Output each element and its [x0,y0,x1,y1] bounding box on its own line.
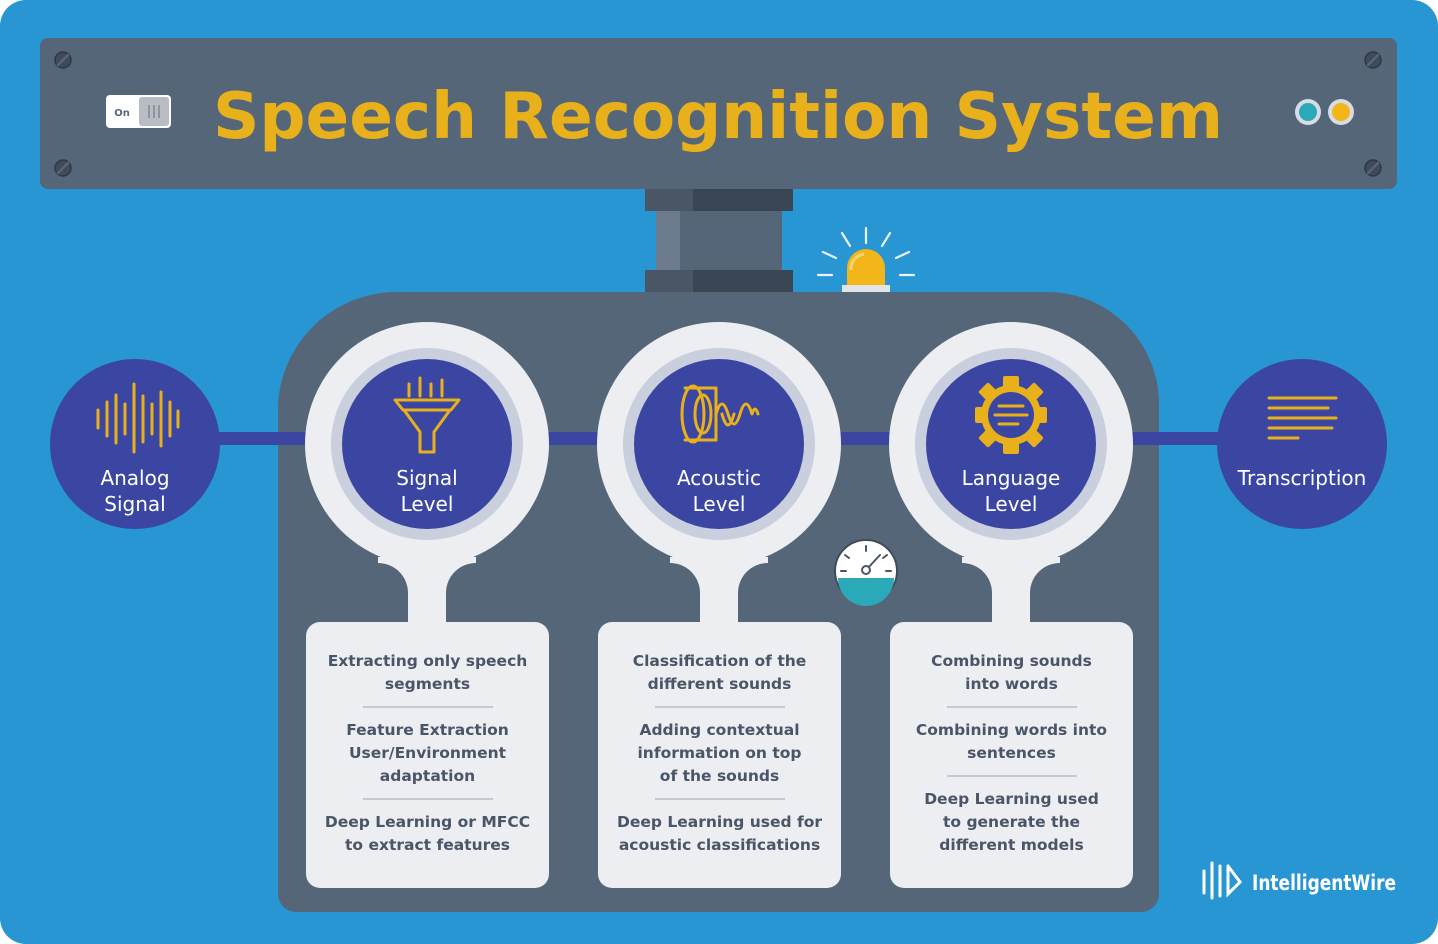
status-lights [1295,99,1354,125]
card-separator [654,798,785,800]
header-plate [40,38,1397,189]
gauge-icon [834,539,898,606]
funnel-icon [393,376,461,454]
alarm-light-icon [816,226,916,292]
node-label-transcription: Transcription [1237,466,1367,490]
node-label-acoustic-2: Level [693,492,746,516]
connector-column [645,189,793,292]
text-lines-icon [1267,396,1338,440]
node-transcription [1217,359,1387,529]
node-label-signal-1: Signal [396,466,457,490]
brand-logo: IntelligentWire [1202,861,1396,900]
node-label-analog-2: Signal [104,492,165,516]
brand-mark-icon [1202,861,1242,900]
gear-icon [975,376,1047,454]
node-label-language-1: Language [962,466,1061,490]
node-label-language-2: Level [985,492,1038,516]
brand-name: IntelligentWire [1252,871,1396,895]
card-separator [654,706,785,708]
node-label-signal-2: Level [401,492,454,516]
node-labels: Analog Signal Signal Level Acoustic Leve… [100,466,1366,516]
power-switch[interactable]: On [106,95,171,128]
card-separator [946,706,1077,708]
switch-label: On [114,108,130,119]
page-title: Speech Recognition System [213,80,1223,154]
card-language [890,622,1133,888]
card-acoustic [598,622,841,888]
card-signal [306,622,549,888]
card-separator [946,775,1077,777]
waveform-icon [96,382,180,454]
node-acoustic-level [634,359,804,529]
node-label-acoustic-1: Acoustic [677,466,761,490]
node-signal-level [342,359,512,529]
card-separator [362,706,493,708]
node-label-analog-1: Analog [100,466,169,490]
speaker-wave-icon [680,384,760,444]
card-separator [362,798,493,800]
